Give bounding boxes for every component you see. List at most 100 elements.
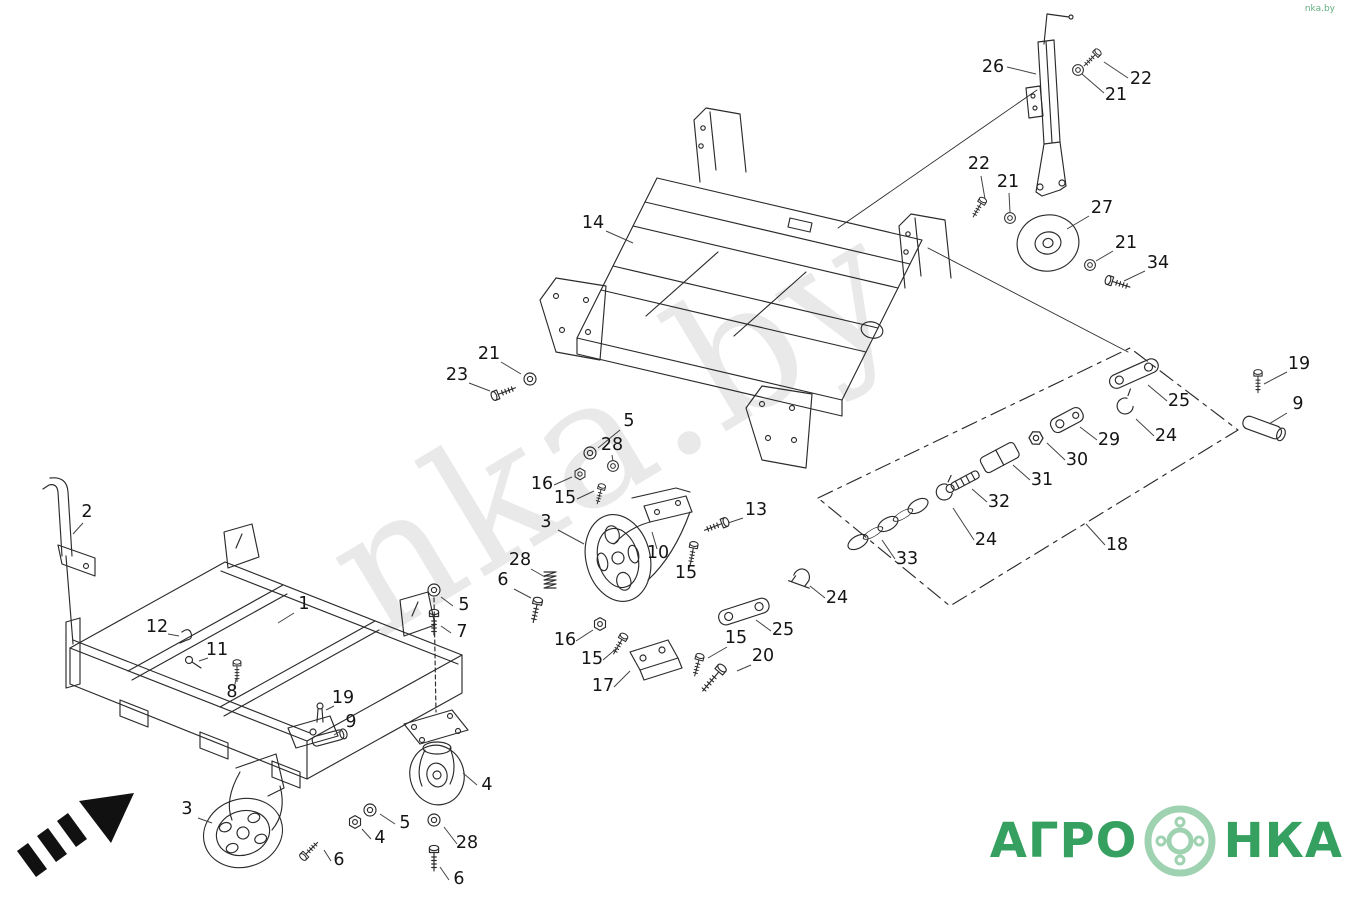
bolt-13 xyxy=(702,516,731,536)
part-label-7: 7 xyxy=(456,622,467,642)
part-label-28: 28 xyxy=(456,833,478,853)
leader-line-5 xyxy=(379,813,396,825)
center-caster-drawing xyxy=(528,446,731,625)
jack-stand-drawing xyxy=(969,13,1132,293)
leader-line-9 xyxy=(1268,412,1288,425)
part-label-24: 24 xyxy=(1155,426,1177,446)
part-label-4: 4 xyxy=(374,828,385,848)
strap-25-right xyxy=(1108,358,1159,389)
leader-line-11 xyxy=(198,657,209,662)
part-label-4: 4 xyxy=(481,775,492,795)
leader-line-13 xyxy=(727,517,744,524)
part-label-28: 28 xyxy=(601,435,623,455)
leader-line-16 xyxy=(553,476,573,486)
leader-line-3 xyxy=(557,529,585,545)
strap-25-low xyxy=(718,597,770,626)
leader-line-34 xyxy=(1123,270,1146,282)
leader-line-15 xyxy=(688,555,693,570)
part-label-31: 31 xyxy=(1031,470,1053,490)
bolt-22-left xyxy=(969,195,988,220)
part-label-9: 9 xyxy=(345,712,356,732)
part-label-24: 24 xyxy=(826,588,848,608)
leader-line-28 xyxy=(611,454,614,462)
bolt-19-right xyxy=(1253,369,1263,394)
part-label-6: 6 xyxy=(333,850,344,870)
washer-21-left xyxy=(1004,212,1016,224)
leader-line-25 xyxy=(755,619,772,632)
part-label-8: 8 xyxy=(226,682,237,702)
leader-line-12 xyxy=(167,633,180,637)
part-label-19: 19 xyxy=(1288,354,1310,374)
part-label-29: 29 xyxy=(1098,430,1120,450)
leader-line-21 xyxy=(1008,192,1011,213)
bolt-15-mid xyxy=(685,540,700,566)
leader-line-29 xyxy=(1079,426,1098,441)
part-label-14: 14 xyxy=(582,213,604,233)
leader-line-6 xyxy=(323,849,332,862)
leader-line-23 xyxy=(468,382,491,392)
chain-33 xyxy=(844,494,932,554)
pin-and-bolt-right xyxy=(1242,369,1286,442)
washer-5-bottom xyxy=(363,803,377,817)
brand-text-right: НКА xyxy=(1223,813,1343,869)
lower-bracket-drawing xyxy=(593,565,816,695)
part-label-25: 25 xyxy=(1168,391,1190,411)
leader-line-25 xyxy=(1147,384,1168,402)
labels-layer: 2622212221272134142123199252429303152816… xyxy=(72,57,1310,889)
leader-line-19 xyxy=(325,705,335,711)
pin-9-frame xyxy=(311,728,348,747)
main-frame-drawing xyxy=(65,523,463,789)
part-label-15: 15 xyxy=(675,563,697,583)
bolt-6-left xyxy=(297,838,322,863)
part-label-21: 21 xyxy=(478,344,500,364)
part-label-3: 3 xyxy=(540,512,551,532)
leader-line-14 xyxy=(605,230,634,244)
part-label-33: 33 xyxy=(896,549,918,569)
part-label-15: 15 xyxy=(581,649,603,669)
leader-line-9 xyxy=(333,729,343,736)
part-label-27: 27 xyxy=(1091,198,1113,218)
part-label-25: 25 xyxy=(772,620,794,640)
part-label-20: 20 xyxy=(752,646,774,666)
part-label-21: 21 xyxy=(997,172,1019,192)
leader-line-6 xyxy=(439,866,450,881)
part-label-16: 16 xyxy=(531,474,553,494)
leader-line-15 xyxy=(576,490,595,500)
leader-line-6 xyxy=(513,588,532,599)
part-label-1: 1 xyxy=(298,594,309,614)
part-label-13: 13 xyxy=(745,500,767,520)
leader-line-5 xyxy=(440,596,454,607)
leader-line-20 xyxy=(736,664,752,672)
leader-line-5 xyxy=(597,429,621,449)
leader-line-1 xyxy=(277,612,295,624)
nut-4-bottom xyxy=(348,815,362,829)
part-label-6: 6 xyxy=(497,570,508,590)
nut-16-low xyxy=(593,617,607,631)
leader-line-33 xyxy=(881,539,896,560)
leader-line-27 xyxy=(1066,215,1090,230)
shackle-24-low xyxy=(788,565,816,589)
bolt-22-top xyxy=(1080,47,1103,70)
part-label-30: 30 xyxy=(1066,450,1088,470)
bolt-15-low2 xyxy=(690,652,706,678)
swivel-caster-drawing xyxy=(403,709,469,872)
bolt-6-mid xyxy=(528,595,544,625)
washer-21-right xyxy=(1084,259,1096,271)
rigging-kit-box xyxy=(817,347,1239,607)
part-label-19: 19 xyxy=(332,688,354,708)
leader-line-24 xyxy=(952,507,975,541)
part-label-22: 22 xyxy=(1130,69,1152,89)
pin-9-right xyxy=(1242,415,1286,442)
handle-drawing xyxy=(42,477,96,645)
part-label-6: 6 xyxy=(453,869,464,889)
part-label-24: 24 xyxy=(975,530,997,550)
part-label-3: 3 xyxy=(181,799,192,819)
bolt-6-right xyxy=(428,844,440,872)
bolt-34 xyxy=(1103,274,1132,293)
part-label-21: 21 xyxy=(1105,85,1127,105)
bolt-20 xyxy=(698,662,729,695)
part-label-5: 5 xyxy=(458,595,469,615)
clip-12 xyxy=(179,629,193,644)
leader-line-31 xyxy=(1012,464,1031,481)
